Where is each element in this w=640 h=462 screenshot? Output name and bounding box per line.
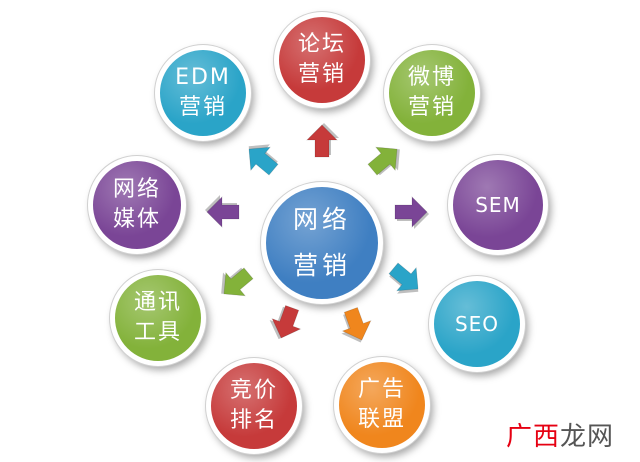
node-sem: SEM	[448, 155, 548, 255]
center-node-line2: 营销	[292, 251, 351, 280]
node-label-line2: 联盟	[357, 407, 406, 432]
node-bid-ranking: 竞价 排名	[206, 358, 302, 454]
arrow-edm	[248, 144, 279, 176]
node-label-line1: 通讯	[133, 290, 182, 315]
arrow-alliance	[341, 306, 372, 343]
arrow-forum	[306, 123, 339, 158]
watermark-brand: 广西	[506, 422, 561, 452]
watermark-rest: 龙网	[560, 422, 615, 452]
watermark-logo: 广西龙网	[506, 416, 614, 453]
center-node-network-marketing: 网络 营销	[261, 182, 383, 304]
arrow-tools	[221, 267, 254, 297]
node-label-line1: 广告	[357, 377, 406, 402]
arrow-sem	[394, 196, 429, 229]
node-label-line1: 论坛	[297, 32, 346, 57]
node-label-line2: 营销	[407, 95, 456, 120]
node-label-line2: 排名	[229, 408, 278, 433]
node-label-line1: 网络	[112, 177, 161, 202]
node-forum-marketing: 论坛 营销	[274, 12, 370, 108]
node-ad-alliance: 广告 联盟	[334, 357, 430, 453]
node-label-line1: 竞价	[229, 378, 278, 403]
node-label-line2: 媒体	[112, 207, 161, 232]
node-network-media: 网络 媒体	[88, 156, 186, 254]
node-label-line1: SEO	[454, 312, 500, 336]
node-label-line1: EDM	[175, 65, 231, 90]
node-label-line2: 营销	[178, 95, 227, 120]
node-label-line2: 营销	[297, 62, 346, 87]
node-edm-marketing: EDM 营销	[155, 45, 251, 141]
node-communication-tools: 通讯 工具	[110, 270, 206, 366]
center-node-line1: 网络	[292, 205, 351, 234]
arrow-media	[205, 195, 240, 228]
node-seo: SEO	[429, 276, 525, 372]
node-weibo-marketing: 微博 营销	[384, 45, 480, 141]
node-label-line1: SEM	[475, 193, 521, 217]
arrow-ranking	[269, 304, 302, 340]
node-label-line1: 微博	[407, 65, 456, 90]
arrow-seo	[388, 262, 419, 294]
arrow-weibo	[367, 146, 400, 176]
node-label-line2: 工具	[133, 320, 182, 345]
